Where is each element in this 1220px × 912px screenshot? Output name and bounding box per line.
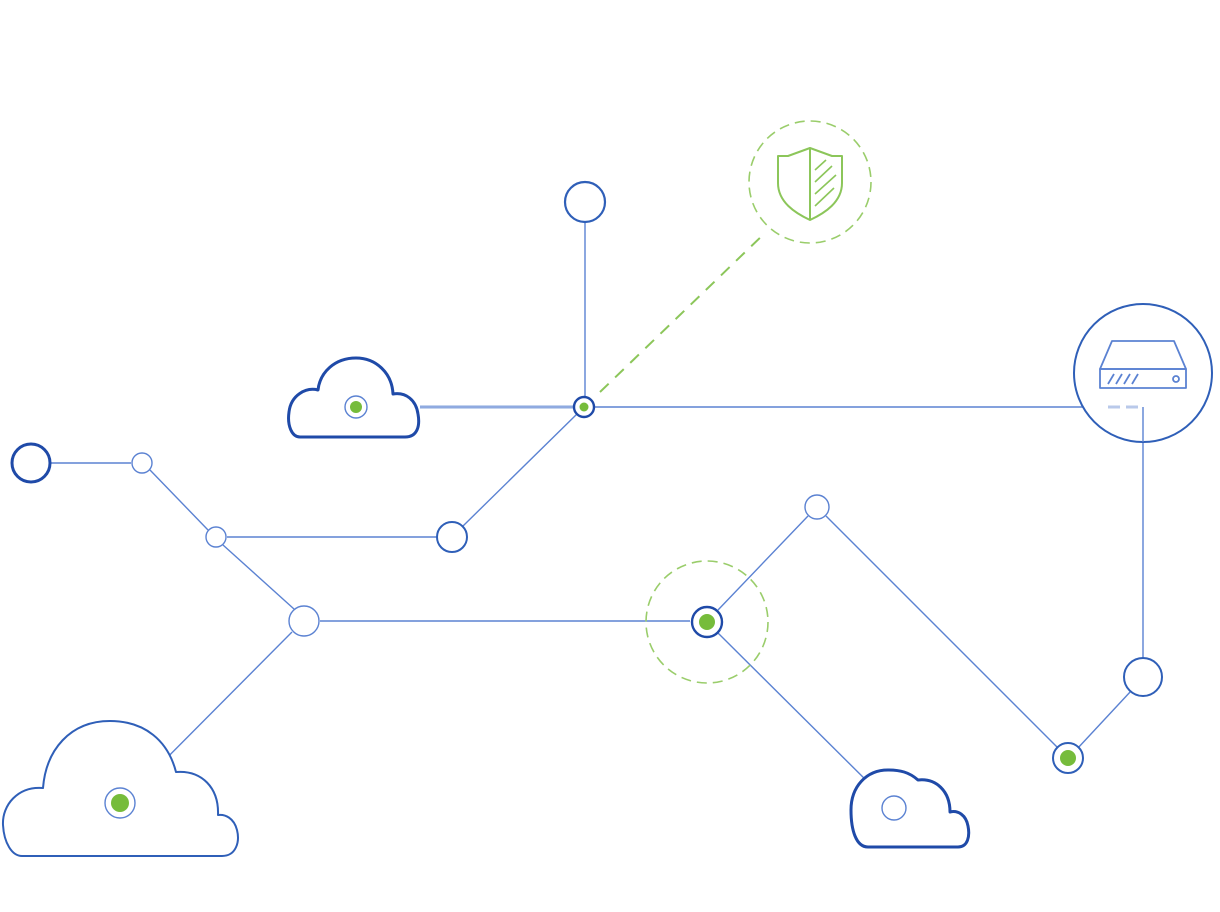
node-top <box>563 180 607 224</box>
node-small-1 <box>131 452 153 474</box>
link-small2-to-hub <box>222 544 295 610</box>
node-left-end <box>10 442 52 484</box>
cloud-bottom-center <box>849 768 971 849</box>
connections <box>51 222 1144 799</box>
node-hub <box>288 605 320 637</box>
server-badge <box>1073 303 1213 443</box>
node-peak <box>804 494 830 520</box>
node-mid <box>436 521 468 553</box>
cloud-bottom-center-node <box>881 795 907 821</box>
node-bottom-right-dot <box>1060 750 1076 766</box>
server-icon <box>1099 340 1187 389</box>
link-green-hub-to-cloud-bottom-center <box>717 632 885 799</box>
link-bottom-right-to-right-node <box>1076 690 1132 750</box>
cloud-bottom-left-node-dot <box>111 794 129 812</box>
link-center-to-shield <box>599 231 767 393</box>
link-small1-to-small2 <box>149 469 209 531</box>
node-green-hub-ring <box>645 560 769 684</box>
shield-badge <box>748 120 872 244</box>
node-green-hub-dot <box>699 614 715 630</box>
cloud-icon <box>849 768 971 849</box>
link-peak-to-bottom-right <box>825 515 1060 750</box>
shield-ring <box>748 120 872 244</box>
cloud-left-node-dot <box>350 401 362 413</box>
cloud-bottom-left <box>1 720 239 857</box>
link-mid-to-center <box>462 412 579 527</box>
shield-icon <box>777 147 843 221</box>
node-right <box>1123 657 1163 697</box>
active-nodes <box>572 395 1084 774</box>
cloud-left <box>287 356 421 439</box>
nodes <box>10 180 1163 697</box>
node-small-2 <box>205 526 227 548</box>
node-center-dot <box>579 402 589 412</box>
link-green-hub-to-peak <box>717 515 809 611</box>
